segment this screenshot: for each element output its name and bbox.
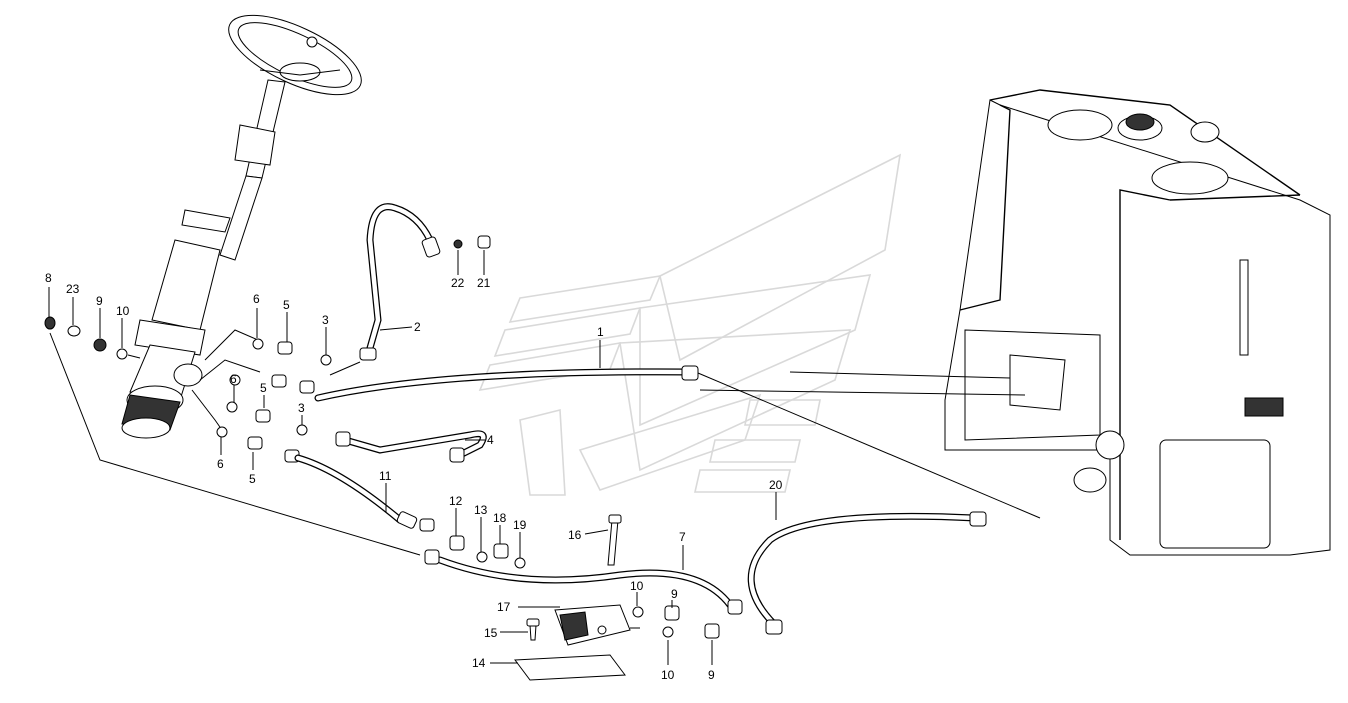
callout-8: 8 bbox=[45, 271, 52, 285]
callout-10: 10 bbox=[116, 304, 130, 318]
callout-18: 18 bbox=[493, 511, 507, 525]
callout-9: 9 bbox=[671, 587, 678, 601]
callout-2: 2 bbox=[414, 320, 421, 334]
callout-6: 6 bbox=[230, 372, 237, 386]
callout-3: 3 bbox=[298, 401, 305, 415]
callout-9: 9 bbox=[708, 668, 715, 682]
callout-17: 17 bbox=[497, 600, 511, 614]
callout-23: 23 bbox=[66, 282, 80, 296]
hose-20 bbox=[747, 511, 987, 635]
steering-wheel bbox=[228, 14, 362, 96]
callout-4: 4 bbox=[487, 433, 494, 447]
fittings-12-13-18-19 bbox=[449, 535, 526, 569]
callout-6: 6 bbox=[217, 457, 224, 471]
bolt-15 bbox=[526, 618, 540, 641]
callout-5: 5 bbox=[283, 298, 290, 312]
leader-line-tank-upper bbox=[789, 371, 1011, 379]
callout-12: 12 bbox=[449, 494, 463, 508]
callout-5: 5 bbox=[260, 381, 267, 395]
steering-column bbox=[121, 79, 286, 439]
hose-1 bbox=[314, 365, 1041, 519]
watermark-logo bbox=[478, 153, 902, 496]
callout-21: 21 bbox=[477, 276, 491, 290]
callout-20: 20 bbox=[769, 478, 783, 492]
fittings-row-middle bbox=[229, 374, 315, 394]
leader-line-8 bbox=[49, 332, 421, 556]
callout-13: 13 bbox=[474, 503, 488, 517]
callout-labels: 8 23 9 10 6 5 3 2 22 21 1 6 5 3 4 6 5 11… bbox=[45, 271, 783, 682]
callout-7: 7 bbox=[679, 530, 686, 544]
plate-14 bbox=[514, 654, 626, 681]
leader-line-lower bbox=[191, 389, 223, 431]
pipe-4 bbox=[335, 430, 487, 463]
callout-14: 14 bbox=[472, 656, 486, 670]
callout-22: 22 bbox=[451, 276, 465, 290]
seal-fittings-row-top-left bbox=[44, 316, 141, 360]
fittings-10-9-lower bbox=[632, 605, 720, 639]
fittings-row-upper bbox=[252, 338, 332, 366]
callout-15: 15 bbox=[484, 626, 498, 640]
leader-line-tank-lower bbox=[699, 389, 1026, 396]
leader-line-upper bbox=[204, 329, 259, 361]
callout-16: 16 bbox=[568, 528, 582, 542]
fittings-row-bottom bbox=[216, 426, 300, 463]
pipe-2 bbox=[329, 203, 441, 376]
callout-6: 6 bbox=[253, 292, 260, 306]
leader-line-middle bbox=[199, 359, 261, 381]
callout-11: 11 bbox=[379, 469, 392, 483]
callout-1: 1 bbox=[597, 325, 604, 339]
fittings-row-lower bbox=[226, 401, 308, 436]
bolt-16 bbox=[607, 514, 622, 566]
callout-10: 10 bbox=[661, 668, 675, 682]
callout-3: 3 bbox=[322, 313, 329, 327]
callout-9: 9 bbox=[96, 294, 103, 308]
cap-22-21 bbox=[453, 235, 491, 249]
valve-block-17 bbox=[554, 604, 640, 646]
callout-5: 5 bbox=[249, 472, 256, 486]
callout-10: 10 bbox=[630, 579, 644, 593]
callout-leaders bbox=[48, 250, 777, 665]
hydraulic-tank bbox=[944, 89, 1331, 556]
hose-11 bbox=[294, 454, 435, 532]
hose-7 bbox=[424, 549, 743, 615]
callout-19: 19 bbox=[513, 518, 527, 532]
